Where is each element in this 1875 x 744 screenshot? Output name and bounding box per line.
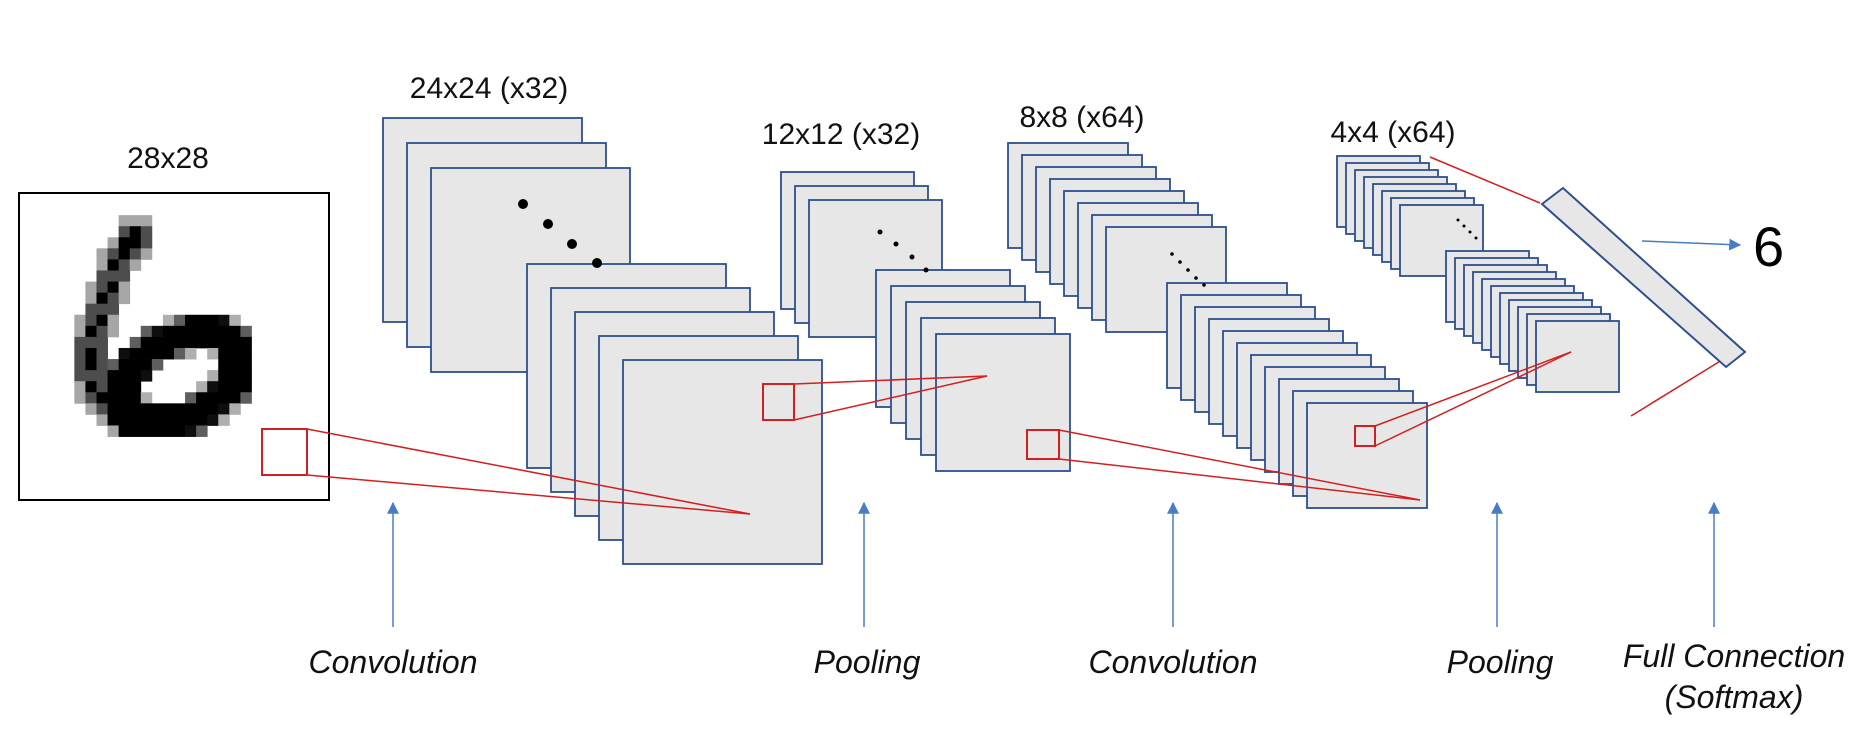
receptive-field-box-conv1 [762, 383, 795, 421]
ellipsis-dots-conv2 [1170, 252, 1206, 287]
output-prediction: 6 [1753, 215, 1784, 278]
feature-map-stack-conv2 [1007, 142, 1428, 509]
feature-map-pool2-19 [1535, 320, 1620, 393]
input-image-group: 28x28 [18, 142, 330, 501]
feature-map-stack-pool2 [1336, 155, 1620, 393]
feature-map-pool1-8 [935, 333, 1071, 472]
operation-label-conv2: Convolution [1089, 644, 1258, 680]
input-receptive-field-box [261, 428, 308, 476]
feature-map-conv2-19 [1306, 402, 1428, 509]
ellipsis-dots-pool1 [877, 229, 929, 273]
projection-lines [306, 156, 1723, 515]
input-size-label: 28x28 [127, 142, 209, 175]
output-arrow [1641, 238, 1742, 251]
receptive-field-box-conv2 [1354, 425, 1376, 447]
operation-label-conv1: Convolution [309, 644, 478, 680]
fully-connected-layer [1540, 186, 1747, 369]
handwritten-digit-image [74, 215, 252, 437]
layer-size-label-pool2: 4x4 (x64) [1330, 116, 1455, 149]
feature-map-stack-pool1 [780, 171, 1071, 472]
operation-label-pool2: Pooling [1447, 644, 1554, 680]
operation-sublabel-fc: (Softmax) [1665, 679, 1804, 715]
feature-map-conv1-8 [622, 359, 823, 565]
ellipsis-dots-pool2 [1456, 218, 1478, 240]
operation-label-pool1: Pooling [814, 644, 921, 680]
layer-size-label-conv1: 24x24 (x32) [410, 72, 568, 105]
operation-label-fc: Full Connection [1623, 638, 1845, 674]
ellipsis-dots-conv1 [518, 199, 602, 268]
receptive-field-box-pool1 [1026, 429, 1060, 460]
layer-size-label-pool1: 12x12 (x32) [762, 118, 920, 151]
layer-size-label-conv2: 8x8 (x64) [1019, 101, 1144, 134]
operation-arrows [387, 501, 1720, 627]
feature-map-stack-conv1 [382, 117, 823, 565]
